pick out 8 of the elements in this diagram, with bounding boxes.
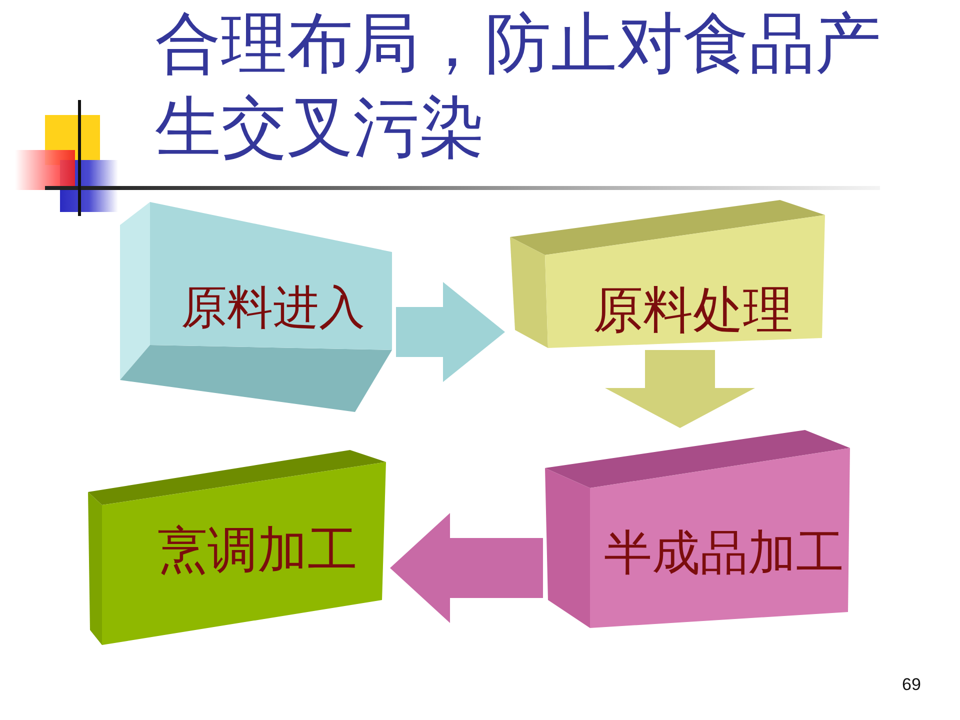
block-arrow: [396, 282, 505, 382]
block-label: 原料进入: [180, 280, 366, 336]
block-arrow: [390, 513, 543, 623]
slide-title: 合理布局，防止对食品产生交叉污染: [155, 4, 882, 168]
block-label: 半成品加工: [603, 525, 845, 583]
block-label: 烹调加工: [156, 520, 358, 580]
block-label: 原料处理: [592, 280, 794, 340]
page-number: 69: [902, 675, 921, 695]
